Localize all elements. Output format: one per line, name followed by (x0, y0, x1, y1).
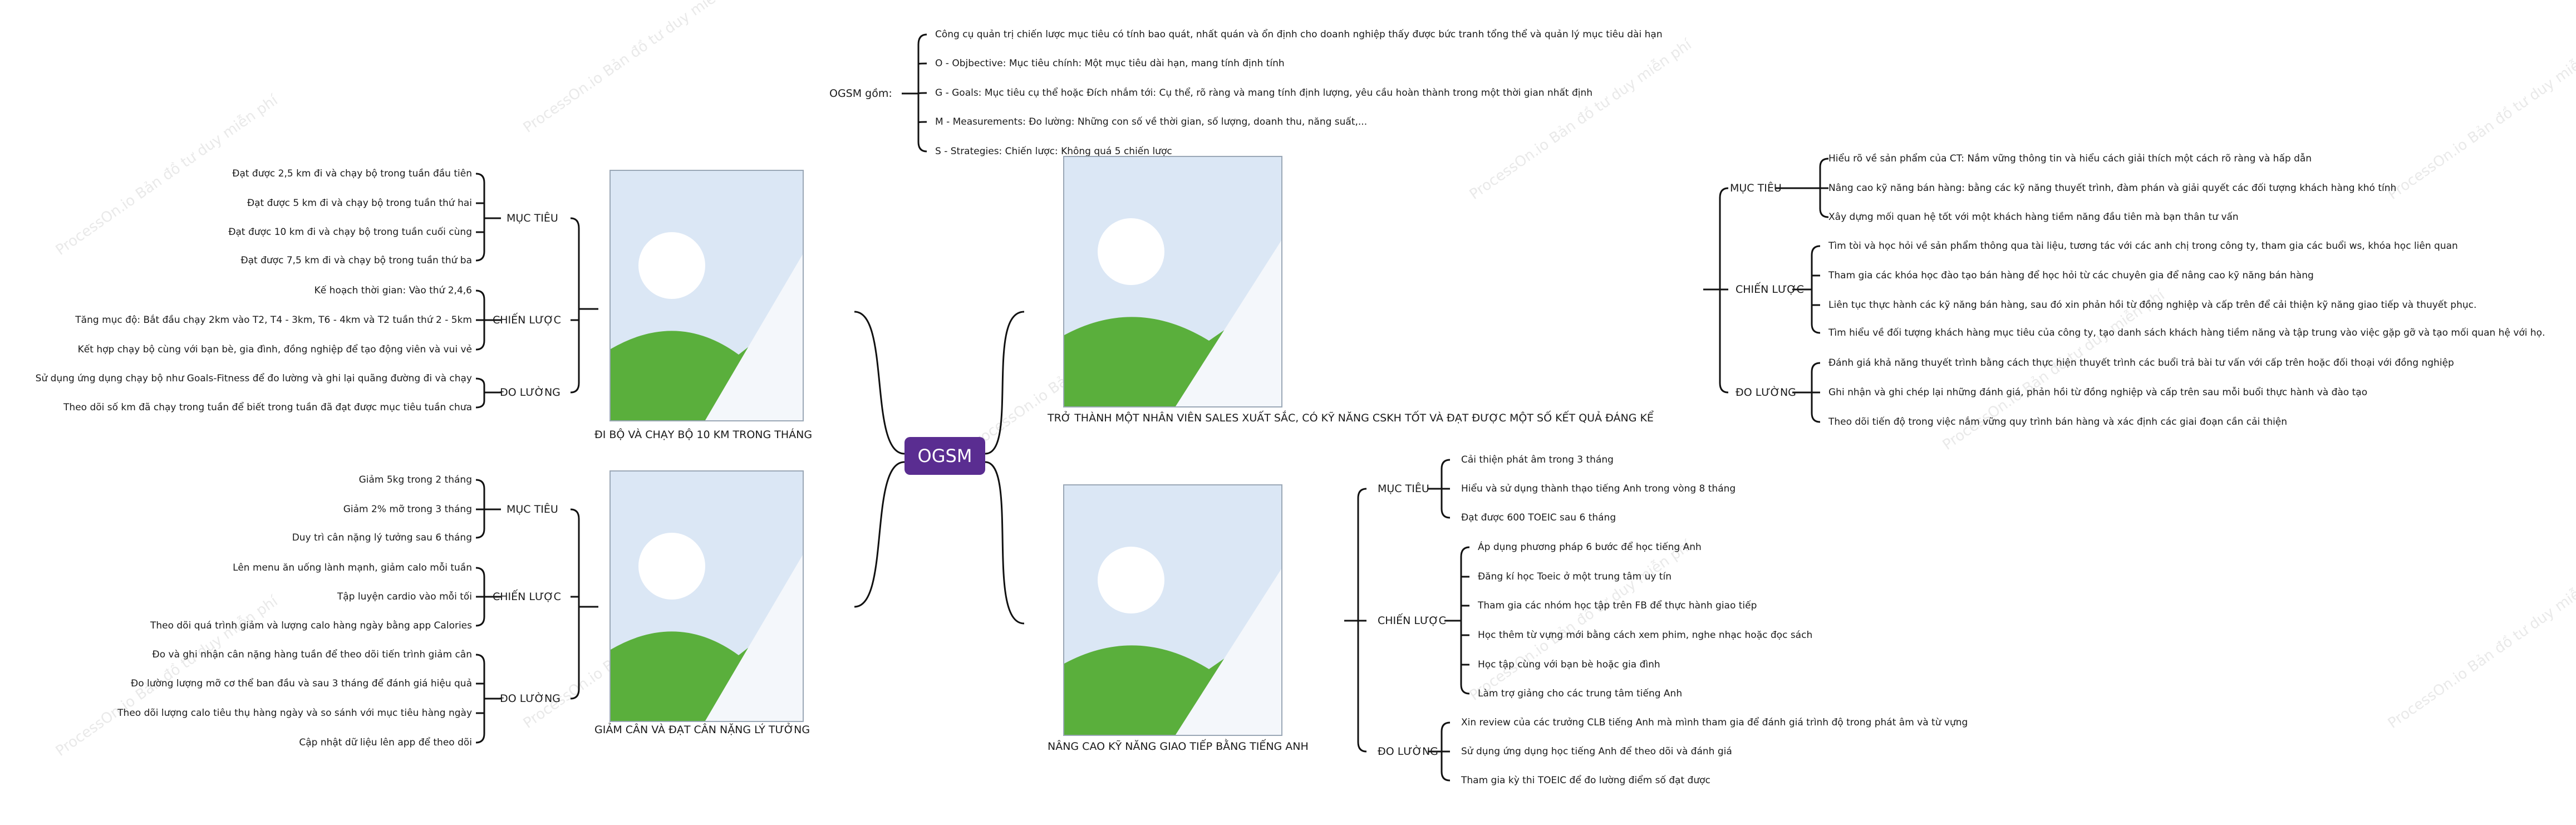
english-strat-item: Học tập cùng với bạn bè hoặc gia đình (1478, 659, 1660, 670)
sales-meas-label[interactable]: ĐO LƯỜNG (1736, 386, 1796, 399)
english-meas-item: Xin review của các trưởng CLB tiếng Anh … (1461, 717, 1968, 728)
intro-label: OGSM gồm: (829, 87, 892, 100)
image-placeholder-icon (1063, 156, 1282, 407)
weight-strat-item: Lên menu ăn uống lành mạnh, giảm calo mỗ… (233, 562, 472, 573)
intro-item: M - Measurements: Đo lường: Những con số… (935, 116, 1368, 127)
english-strat-item: Áp dụng phương pháp 6 bước để học tiếng … (1478, 542, 1702, 553)
run-meas-item: Sử dụng ứng dụng chạy bộ như Goals-Fitne… (35, 373, 472, 384)
english-goals-label[interactable]: MỤC TIÊU (1378, 483, 1429, 495)
run-goal-item: Đạt được 10 km đi và chạy bộ trong tuần … (228, 227, 472, 238)
run-goal-item: Đạt được 2,5 km đi và chạy bộ trong tuần… (232, 168, 472, 179)
english-goal-item: Hiểu và sử dụng thành thạo tiếng Anh tro… (1461, 483, 1736, 494)
weight-goal-item: Giảm 5kg trong 2 tháng (358, 474, 472, 485)
english-meas-item: Sử dụng ứng dụng học tiếng Anh để theo d… (1461, 746, 1732, 757)
run-meas-label[interactable]: ĐO LƯỜNG (500, 386, 561, 399)
weight-goal-item: Giảm 2% mỡ trong 3 tháng (343, 504, 472, 515)
run-meas-item: Theo dõi số km đã chạy trong tuần để biế… (63, 402, 472, 413)
intro-item: G - Goals: Mục tiêu cụ thể hoặc Đích nhắ… (935, 87, 1593, 99)
image-placeholder-icon (609, 170, 804, 421)
sales-goal-item: Hiểu rõ về sản phẩm của CT: Nắm vững thô… (1828, 153, 2312, 164)
sales-strat-item: Tìm tòi và học hỏi về sản phẩm thông qua… (1828, 240, 2458, 252)
run-strat-item: Tăng mục độ: Bắt đầu chạy 2km vào T2, T4… (75, 315, 472, 326)
sales-strat-item: Tham gia các khóa học đào tạo bán hàng đ… (1828, 270, 2314, 281)
english-strat-item: Làm trợ giảng cho các trung tâm tiếng An… (1478, 688, 1683, 699)
sales-goal-item: Xây dựng mối quan hệ tốt với một khách h… (1828, 212, 2239, 223)
english-meas-item: Tham gia kỳ thi TOEIC để đo lường điểm s… (1461, 775, 1710, 786)
weight-meas-item: Theo dõi lượng calo tiêu thụ hàng ngày v… (117, 708, 472, 719)
run-strat-item: Kết hợp chạy bộ cùng với bạn bè, gia đìn… (77, 344, 472, 355)
weight-meas-item: Đo và ghi nhận cân nặng hàng tuần để the… (152, 649, 472, 660)
weight-strat-item: Theo dõi quá trình giảm và lượng calo hà… (150, 620, 472, 631)
english-strat-item: Đăng kí học Toeic ở một trung tâm uy tín (1478, 571, 1672, 582)
weight-goals-label[interactable]: MỤC TIÊU (507, 503, 558, 515)
weight-meas-item: Đo lường lượng mỡ cơ thể ban đầu và sau … (131, 678, 472, 689)
sales-meas-item: Ghi nhận và ghi chép lại những đánh giá,… (1828, 387, 2368, 398)
image-placeholder-icon (1063, 484, 1282, 736)
weight-goal-item: Duy trì cân nặng lý tưởng sau 6 tháng (292, 532, 472, 543)
sales-strat-item: Tìm hiểu về đối tượng khách hàng mục tiê… (1828, 327, 2545, 338)
sales-strat-label[interactable]: CHIẾN LƯỢC (1736, 283, 1804, 296)
intro-item: Công cụ quản trị chiến lược mục tiêu có … (935, 29, 1663, 40)
sales-goals-label[interactable]: MỤC TIÊU (1730, 182, 1782, 194)
english-goal-item: Đạt được 600 TOEIC sau 6 tháng (1461, 512, 1616, 523)
english-goal-item: Cải thiện phát âm trong 3 tháng (1461, 454, 1614, 465)
branch-title-weight[interactable]: GIẢM CÂN VÀ ĐẠT CÂN NẶNG LÝ TƯỞNG (594, 724, 810, 736)
image-placeholder-icon (609, 470, 804, 722)
run-goal-item: Đạt được 5 km đi và chạy bộ trong tuần t… (247, 198, 472, 209)
sales-meas-item: Theo dõi tiến độ trong việc nắm vững quy… (1828, 416, 2288, 428)
sales-strat-item: Liên tục thực hành các kỹ năng bán hàng,… (1828, 299, 2477, 311)
weight-meas-item: Cập nhật dữ liệu lên app để theo dõi (299, 737, 472, 748)
run-strat-label[interactable]: CHIẾN LƯỢC (493, 314, 561, 326)
weight-meas-label[interactable]: ĐO LƯỜNG (500, 693, 561, 705)
run-goal-item: Đạt được 7,5 km đi và chạy bộ trong tuần… (240, 255, 472, 266)
sales-goal-item: Nâng cao kỹ năng bán hàng: bằng các kỹ n… (1828, 183, 2397, 194)
branch-title-sales[interactable]: TRỞ THÀNH MỘT NHÂN VIÊN SALES XUẤT SẮC, … (1048, 412, 1654, 424)
weight-strat-item: Tập luyện cardio vào mỗi tối (337, 591, 472, 602)
english-strat-item: Học thêm từ vựng mới bằng cách xem phim,… (1478, 630, 1813, 641)
root-node[interactable]: OGSM (904, 437, 985, 475)
run-strat-item: Kế hoạch thời gian: Vào thứ 2,4,6 (314, 285, 472, 296)
intro-item: O - Objbective: Mục tiêu chính: Một mục … (935, 58, 1285, 69)
branch-title-run[interactable]: ĐI BỘ VÀ CHẠY BỘ 10 KM TRONG THÁNG (594, 429, 813, 441)
english-meas-label[interactable]: ĐO LƯỜNG (1378, 745, 1438, 758)
intro-item: S - Strategies: Chiến lược: Không quá 5 … (935, 146, 1172, 157)
english-strat-label[interactable]: CHIẾN LƯỢC (1378, 615, 1446, 627)
run-goals-label[interactable]: MỤC TIÊU (507, 212, 558, 224)
sales-meas-item: Đánh giá khả năng thuyết trình bằng cách… (1828, 357, 2454, 369)
branch-title-english[interactable]: NÂNG CAO KỸ NĂNG GIAO TIẾP BẰNG TIẾNG AN… (1048, 740, 1309, 753)
english-strat-item: Tham gia các nhóm học tập trên FB để thự… (1478, 600, 1757, 611)
weight-strat-label[interactable]: CHIẾN LƯỢC (493, 591, 561, 603)
